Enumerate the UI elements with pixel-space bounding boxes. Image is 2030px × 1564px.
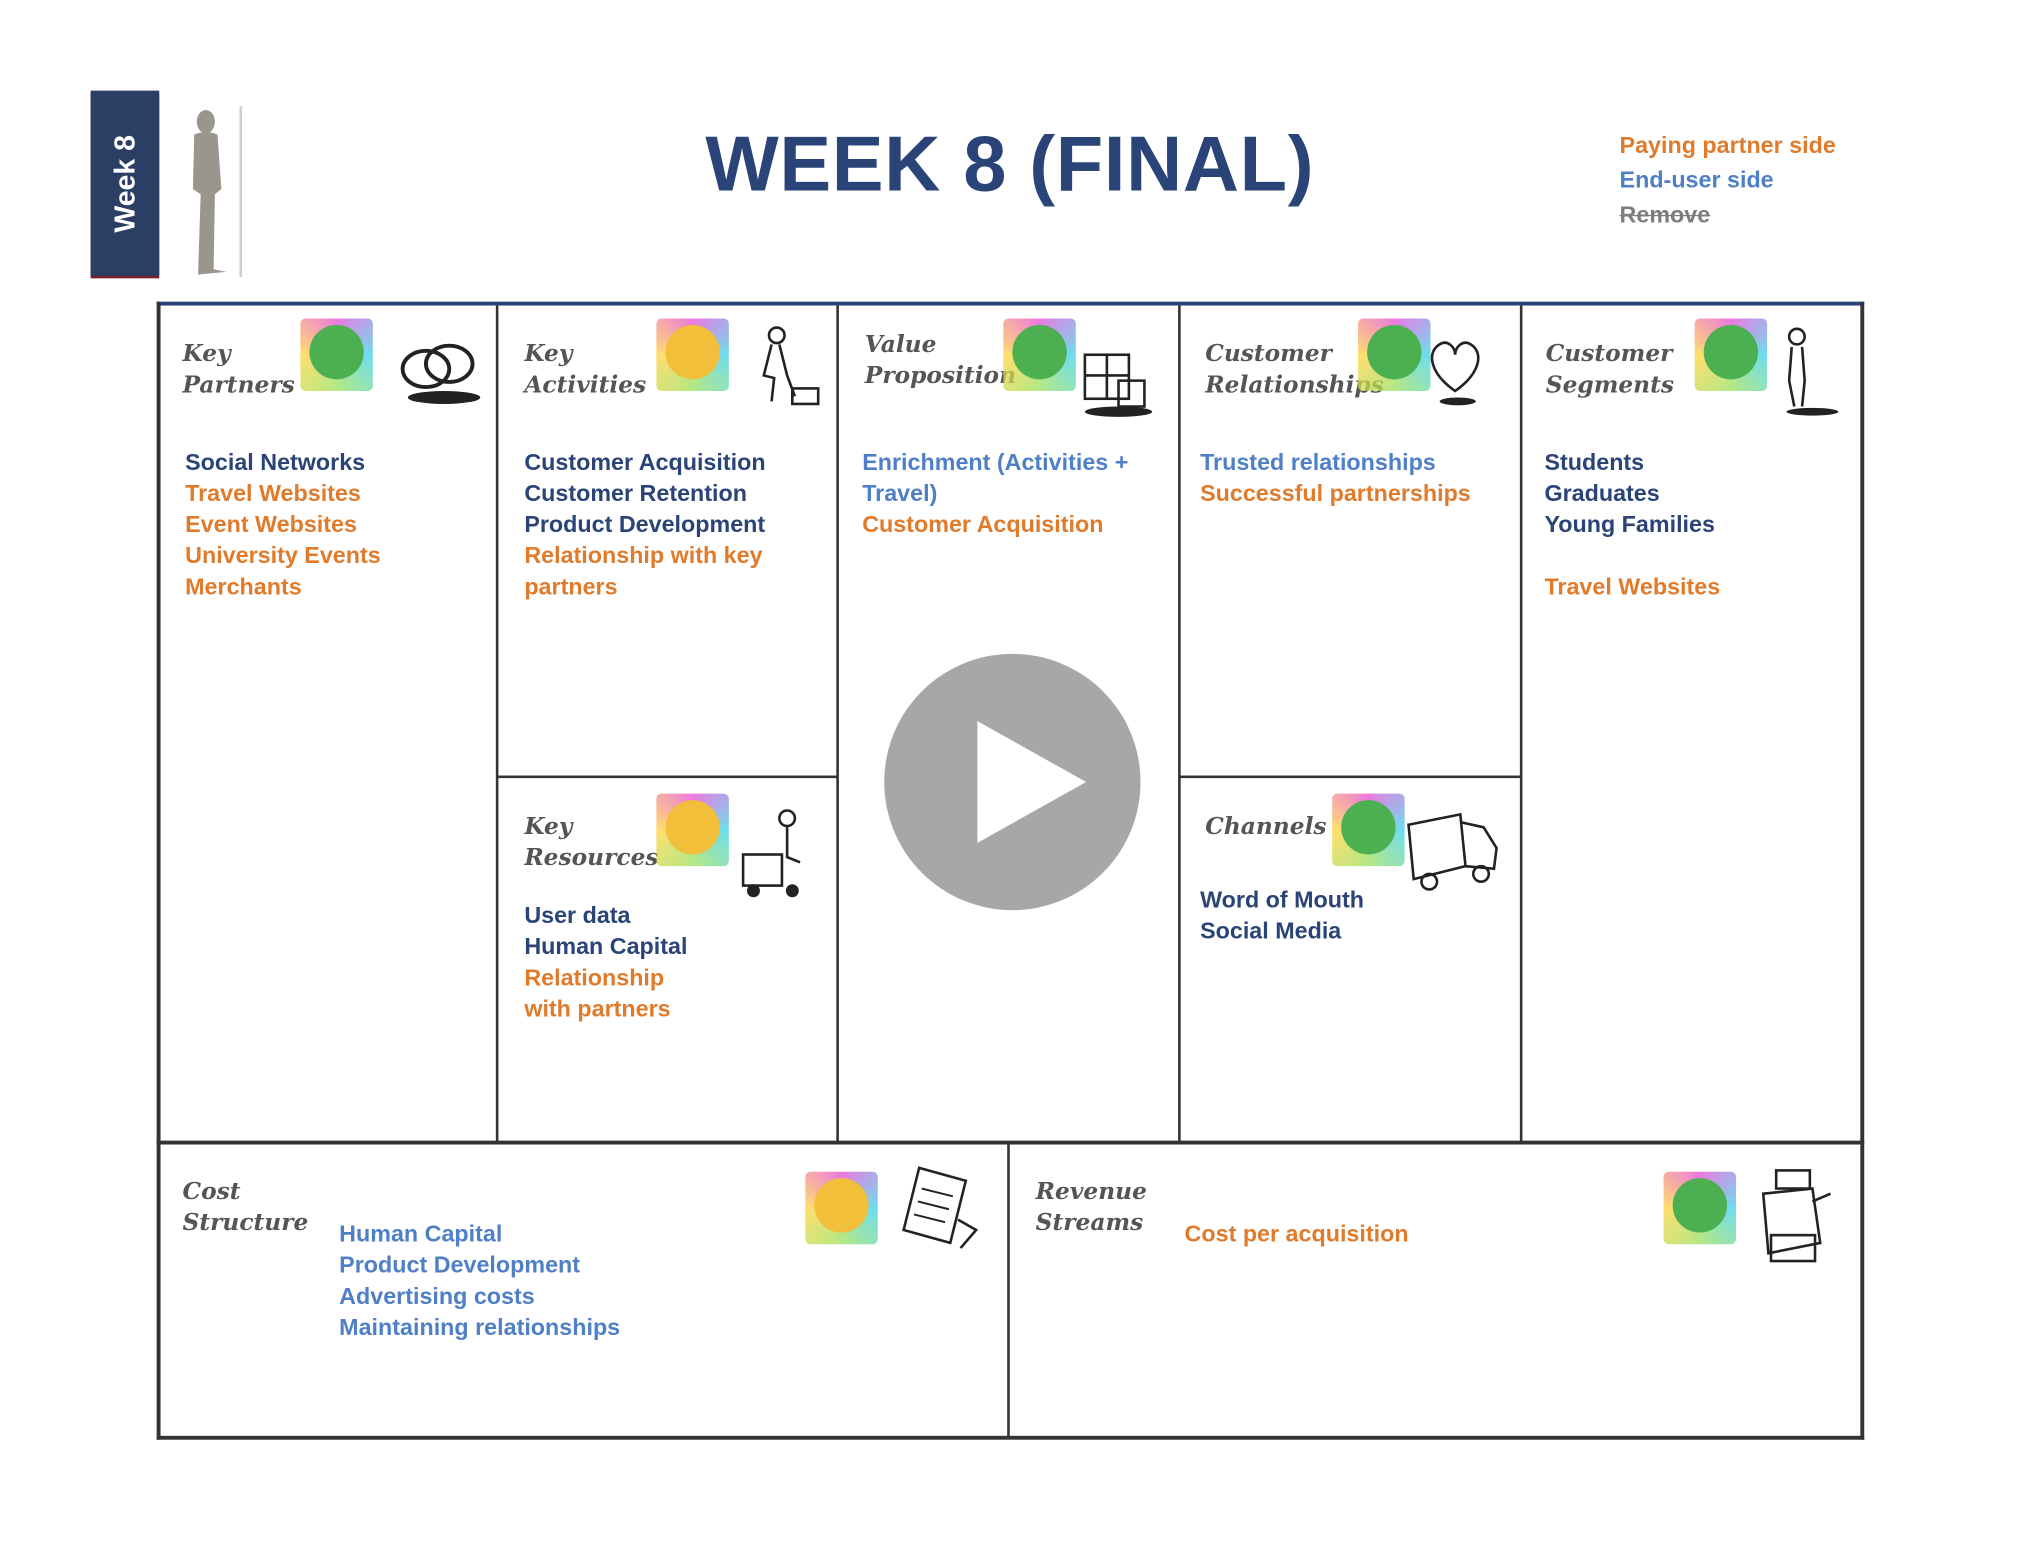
- legend: Paying partner side End-user side Remove: [1620, 128, 1836, 233]
- list-item: partners: [524, 573, 618, 600]
- list-item: Product Development: [339, 1251, 581, 1278]
- rings-icon: [400, 343, 481, 404]
- list-item: Product Development: [524, 511, 766, 538]
- legend-remove: Remove: [1619, 201, 1711, 228]
- item-list: Human Capital Product Development Advert…: [339, 1218, 620, 1342]
- list-item: Word of Mouth: [1200, 886, 1365, 913]
- list-item: Advertising costs: [339, 1283, 535, 1309]
- status-indicator-green: [1694, 318, 1768, 391]
- list-item: Event Websites: [185, 511, 357, 538]
- receipt-icon: [902, 1166, 979, 1249]
- status-indicator-yellow: [805, 1171, 878, 1245]
- list-item: Travel): [862, 480, 938, 507]
- list-item: University Events: [185, 542, 381, 569]
- list-item: Relationship: [524, 964, 665, 991]
- status-indicator-green: [1003, 318, 1076, 391]
- status-indicator-green: [1663, 1171, 1737, 1245]
- list-item: Travel Websites: [185, 480, 361, 507]
- list-item: Students: [1544, 449, 1645, 476]
- list-item: with partners: [524, 995, 671, 1022]
- list-item: Customer Retention: [524, 480, 748, 507]
- list-item: Travel Websites: [1544, 573, 1721, 600]
- block-title: Value Proposition: [864, 331, 1017, 390]
- status-indicator-green: [1358, 318, 1431, 391]
- legend-paying: Paying partner side: [1619, 132, 1836, 158]
- block-title: Cost Structure: [182, 1178, 309, 1237]
- item-list: Cost per acquisition: [1185, 1218, 1409, 1249]
- week-tab: Week 8: [90, 90, 160, 276]
- block-title: Revenue Streams: [1035, 1178, 1147, 1237]
- item-list: Social Networks Travel Websites Event We…: [185, 447, 381, 602]
- list-item: Human Capital: [524, 933, 688, 960]
- list-item: Merchants: [185, 573, 302, 600]
- list-item: Maintaining relationships: [339, 1314, 621, 1341]
- item-list: Enrichment (Activities + Travel) Custome…: [862, 447, 1128, 540]
- legend-enduser: End-user side: [1619, 167, 1774, 193]
- item-list: Word of Mouth Social Media: [1200, 884, 1364, 946]
- status-indicator-green: [1332, 793, 1405, 867]
- item-list: User data Human Capital Relationship wit…: [524, 900, 687, 1024]
- list-item: Successful partnerships: [1200, 480, 1471, 507]
- status-indicator-yellow: [656, 793, 729, 867]
- item-list: Trusted relationships Successful partner…: [1200, 447, 1471, 509]
- block-title: Key Partners: [182, 340, 295, 399]
- person-icon: [1786, 327, 1839, 416]
- list-item: Customer Acquisition: [862, 511, 1104, 538]
- play-button[interactable]: [884, 653, 1141, 911]
- block-title: Customer Segments: [1545, 340, 1675, 399]
- truck-icon: [1407, 812, 1498, 891]
- block-title: Channels: [1205, 813, 1327, 841]
- list-item: Trusted relationships: [1200, 449, 1436, 476]
- list-item: Relationship with key: [524, 542, 763, 569]
- list-item: Cost per acquisition: [1184, 1220, 1409, 1247]
- page-title: WEEK 8 (FINAL): [705, 120, 1315, 208]
- list-item: Social Media: [1200, 917, 1342, 944]
- status-indicator-yellow: [656, 318, 729, 391]
- item-list: Students Graduates Young Families Travel…: [1544, 447, 1720, 602]
- heart-icon: [1430, 341, 1480, 406]
- block-title: Key Activities: [524, 340, 647, 399]
- list-item: Customer Acquisition: [524, 449, 766, 476]
- worker-icon: [762, 326, 820, 406]
- play-icon: [977, 721, 1087, 843]
- gift-icon: [1083, 353, 1153, 417]
- list-item: Graduates: [1544, 480, 1660, 507]
- block-title: Customer Relationships: [1205, 340, 1384, 399]
- list-item: Enrichment (Activities +: [862, 449, 1129, 476]
- week-tab-label: Week 8: [108, 134, 141, 233]
- list-item: Social Networks: [185, 449, 366, 476]
- cash-register-icon: [1761, 1169, 1832, 1263]
- list-item: User data: [524, 902, 631, 929]
- status-indicator-green: [300, 318, 373, 391]
- item-list: Customer Acquisition Customer Retention …: [524, 447, 765, 602]
- forklift-icon: [741, 809, 801, 898]
- person-silhouette-icon: [192, 106, 243, 278]
- block-title: Key Resources: [524, 813, 659, 872]
- list-item: Human Capital: [339, 1220, 503, 1247]
- list-item: Young Families: [1544, 511, 1715, 538]
